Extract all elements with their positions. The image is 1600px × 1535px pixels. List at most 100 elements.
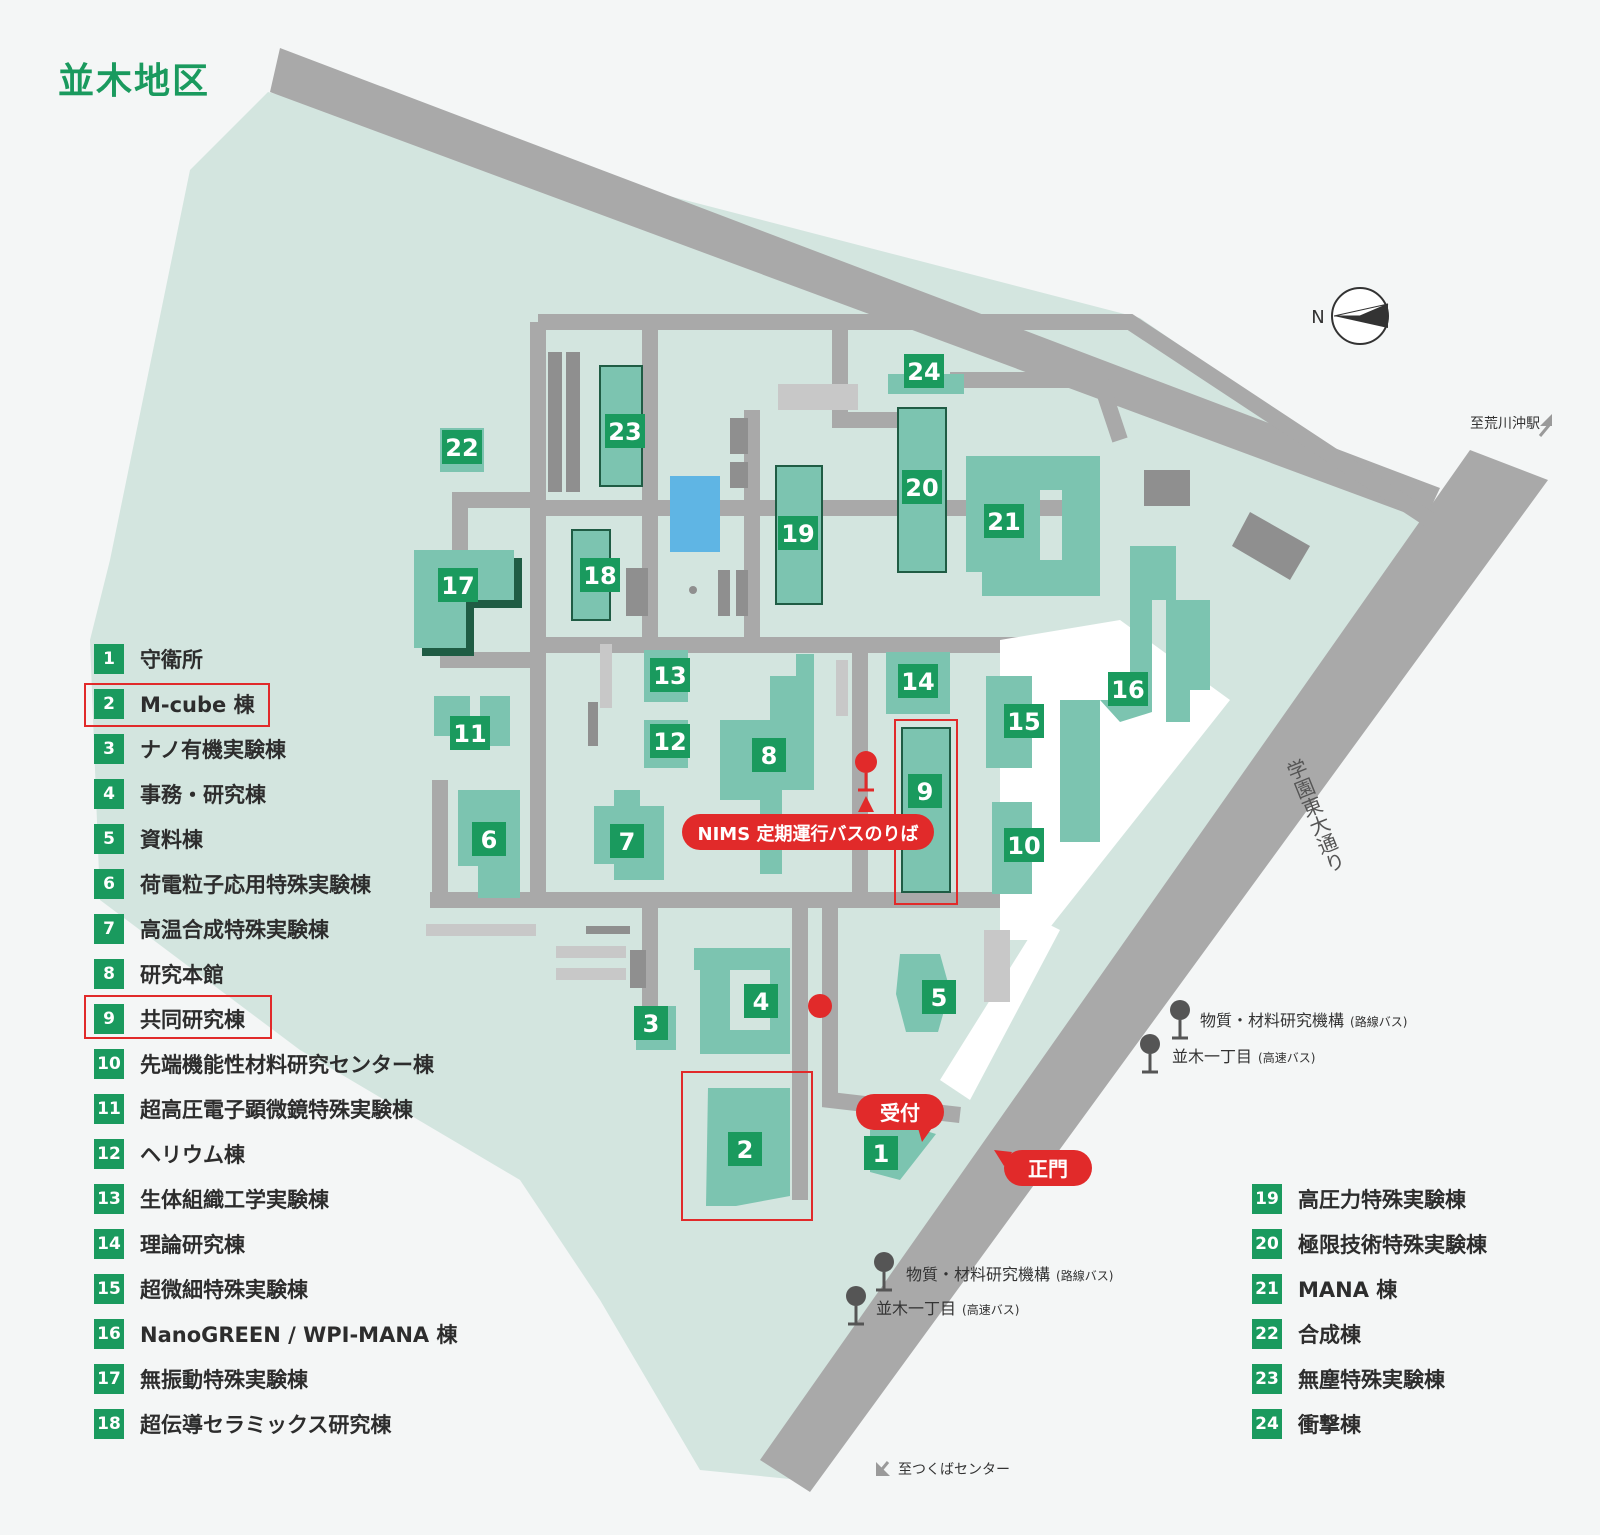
- pond-dot: [689, 586, 697, 594]
- legend-item: 2 M-cube 棟: [94, 681, 457, 726]
- legend-label: 共同研究棟: [140, 1007, 245, 1032]
- pool: [670, 476, 720, 552]
- legend-number: 1: [94, 643, 124, 674]
- bus-stop-label: 物質・材料研究機構(路線バス): [1200, 1011, 1407, 1030]
- svg-text:8: 8: [761, 742, 778, 770]
- label-8: 8: [752, 738, 786, 772]
- main-gate-label: 正門: [1028, 1157, 1068, 1181]
- legend-label: 生体組織工学実験棟: [140, 1187, 329, 1212]
- legend-label: ヘリウム棟: [140, 1142, 245, 1167]
- label-17: 17: [438, 568, 478, 602]
- legend-number: 6: [94, 868, 124, 899]
- legend-number: 21: [1252, 1273, 1282, 1304]
- legend-number: 7: [94, 913, 124, 944]
- legend-item: 11 超高圧電子顕微鏡特殊実験棟: [94, 1086, 457, 1131]
- perimeter-road-north: [270, 48, 1440, 520]
- svg-text:10: 10: [1007, 832, 1040, 860]
- legend-label: 合成棟: [1298, 1322, 1361, 1347]
- legend-item: 24 衝撃棟: [1252, 1401, 1487, 1446]
- label-20: 20: [902, 470, 942, 504]
- bus-stop-icon: [1170, 1000, 1190, 1040]
- svg-text:19: 19: [781, 520, 814, 548]
- svg-text:14: 14: [901, 668, 934, 696]
- label-13: 13: [650, 658, 690, 692]
- legend-number: 13: [94, 1183, 124, 1214]
- label-22: 22: [442, 430, 482, 464]
- svg-text:6: 6: [481, 826, 498, 854]
- label-12: 12: [650, 724, 690, 758]
- svg-text:5: 5: [931, 984, 948, 1012]
- compass-label: N: [1311, 307, 1324, 328]
- legend-number: 9: [94, 1003, 124, 1034]
- svg-text:15: 15: [1007, 708, 1040, 736]
- legend-label: 守衛所: [140, 647, 203, 672]
- building-number-labels: 22 23 24 20 21 19 18 17 16 13 14 15 11 1…: [438, 354, 1148, 1170]
- label-4: 4: [744, 984, 778, 1018]
- legend-number: 16: [94, 1318, 124, 1349]
- legend-number: 5: [94, 823, 124, 854]
- parking-blocks: [548, 352, 1190, 988]
- legend-number: 20: [1252, 1228, 1282, 1259]
- building-4: [694, 948, 790, 1054]
- legend-label: 事務・研究棟: [140, 782, 266, 807]
- bus-stop-icon: [874, 1252, 894, 1292]
- label-18: 18: [580, 558, 620, 592]
- label-15: 15: [1004, 704, 1044, 738]
- arrow-northeast-stem: [1538, 423, 1552, 437]
- legend-number: 10: [94, 1048, 124, 1079]
- parking-stripes: [426, 384, 1010, 1002]
- reception-label: 受付: [880, 1101, 920, 1125]
- svg-text:3: 3: [643, 1010, 660, 1038]
- legend-label: 超微細特殊実験棟: [140, 1277, 308, 1302]
- reception-callout: 受付: [856, 1094, 944, 1142]
- legend-label: 資料棟: [140, 827, 203, 852]
- legend-label: 衝撃棟: [1298, 1412, 1361, 1437]
- svg-text:21: 21: [987, 508, 1020, 536]
- label-24: 24: [904, 354, 944, 388]
- legend-number: 22: [1252, 1318, 1282, 1349]
- legend-number: 24: [1252, 1408, 1282, 1439]
- legend-number: 23: [1252, 1363, 1282, 1394]
- legend-item: 1 守衛所: [94, 636, 457, 681]
- main-gate-callout: 正門: [994, 1150, 1092, 1186]
- label-6: 6: [472, 822, 506, 856]
- highlight-box-building-9: [894, 719, 958, 905]
- legend-label: M-cube 棟: [140, 692, 255, 717]
- page-title: 並木地区: [58, 61, 211, 102]
- legend-label: 先端機能性材料研究センター棟: [140, 1052, 434, 1077]
- label-14: 14: [898, 664, 938, 698]
- label-23: 23: [605, 414, 645, 448]
- label-10: 10: [1004, 828, 1044, 862]
- legend-label: MANA 棟: [1298, 1277, 1398, 1302]
- legend-item: 10 先端機能性材料研究センター棟: [94, 1041, 457, 1086]
- legend-number: 11: [94, 1093, 124, 1124]
- svg-text:24: 24: [907, 358, 940, 386]
- label-3: 3: [634, 1006, 668, 1040]
- legend-label: 超高圧電子顕微鏡特殊実験棟: [140, 1097, 413, 1122]
- svg-text:12: 12: [653, 728, 686, 756]
- svg-text:7: 7: [619, 828, 636, 856]
- legend-highlight-kyodo: [84, 995, 272, 1039]
- paved-path: [940, 920, 1060, 1100]
- svg-text:4: 4: [753, 988, 770, 1016]
- label-21: 21: [984, 504, 1024, 538]
- legend-label: 超伝導セラミックス研究棟: [140, 1412, 392, 1437]
- svg-text:22: 22: [445, 434, 478, 462]
- legend-highlight-m-cube: [84, 683, 270, 727]
- legend-label: 理論研究棟: [140, 1232, 245, 1257]
- legend-label: 研究本館: [140, 962, 224, 987]
- legend-label: 無振動特殊実験棟: [140, 1367, 308, 1392]
- legend-number: 2: [94, 688, 124, 719]
- label-11: 11: [450, 716, 490, 750]
- svg-text:1: 1: [873, 1140, 890, 1168]
- direction-arakawa-label: 至荒川沖駅: [1470, 416, 1540, 432]
- legend-label: 高圧力特殊実験棟: [1298, 1187, 1466, 1212]
